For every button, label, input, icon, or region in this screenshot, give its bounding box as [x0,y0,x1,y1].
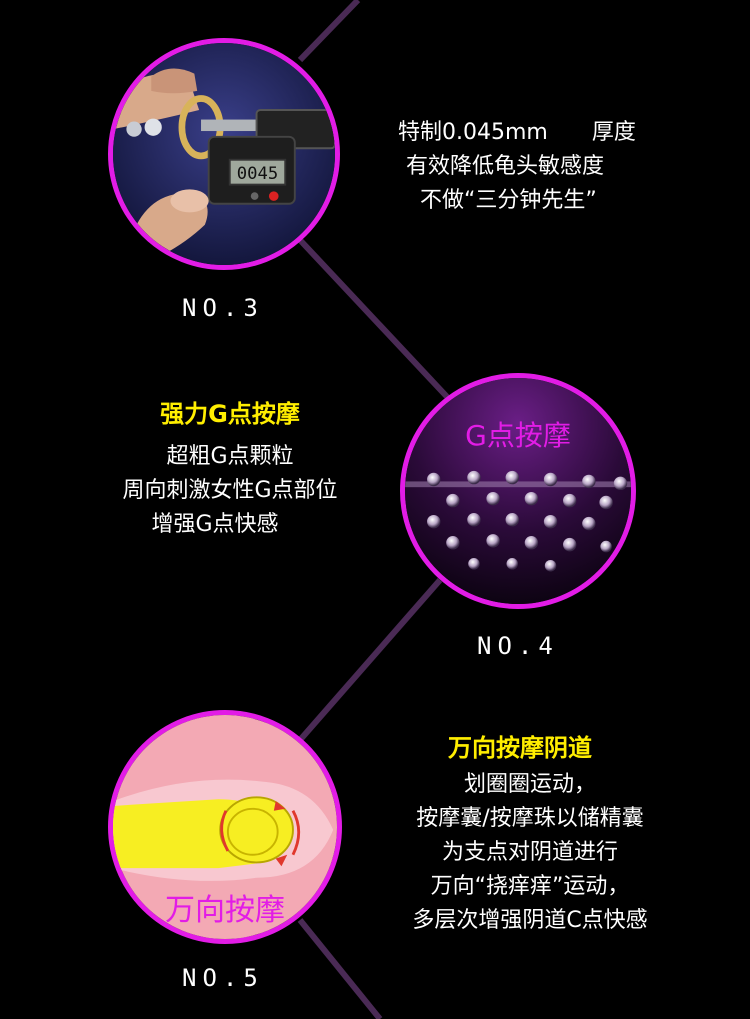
feature-description: 划圈圈运动， 按摩囊/按摩珠以储精囊 为支点对阴道进行 万向“挠痒痒”运动， 多… [380,768,680,938]
feature-number-label: NO.3 [182,294,264,322]
feature-number-label: NO.5 [182,964,264,992]
description-line: 有效降低龟头敏感度 [406,154,605,179]
circle-caption: 万向按摩 [165,893,285,928]
description-line: 增强G点快感 [151,512,279,537]
feature-headline: 强力G点按摩 [160,400,300,428]
thickness-photo-circle: 0045 [108,38,340,270]
description-line: 特制0.045mm 厚度 [398,120,636,145]
description-line: 超粗G点颗粒 [166,444,294,469]
circle-caption: G点按摩 [465,419,571,452]
feature-description: 特制0.045mm 厚度 有效降低龟头敏感度 不做“三分钟先生” [398,116,678,218]
g-point-photo-circle: G点按摩 [400,373,636,609]
description-line: 多层次增强阴道C点快感 [412,908,648,933]
description-line: 为支点对阴道进行 [441,840,618,865]
feature-number-label: NO.4 [477,632,559,660]
massage-illustration-circle: 万向按摩 [108,710,342,944]
feature-description: 超粗G点颗粒 周向刺激女性G点部位 增强G点快感 [90,440,370,542]
description-line: 按摩囊/按摩珠以储精囊 [416,806,644,831]
micrometer-display: 0045 [237,164,278,184]
description-line: 周向刺激女性G点部位 [122,478,338,503]
micrometer-illustration: 0045 [113,43,335,265]
description-line: 不做“三分钟先生” [420,188,597,213]
description-line: 划圈圈运动， [463,772,596,797]
g-point-beads-illustration [405,378,631,604]
universal-massage-illustration [113,715,337,939]
description-line: 万向“挠痒痒”运动， [430,874,630,899]
feature-headline: 万向按摩阴道 [448,734,592,762]
